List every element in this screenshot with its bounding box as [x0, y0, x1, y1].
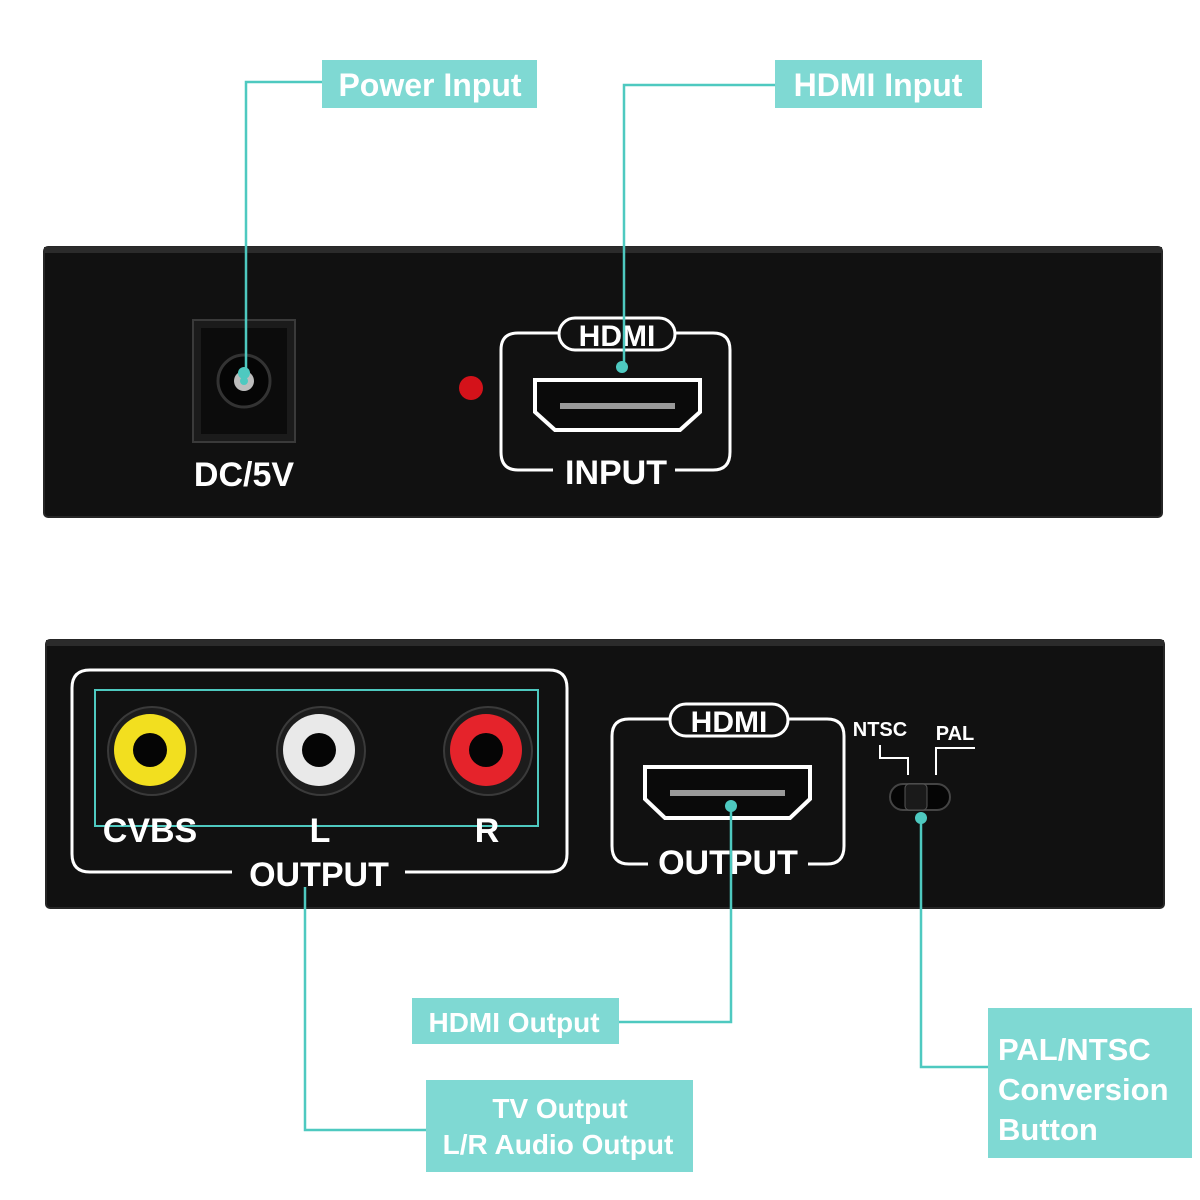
- hdmi-input-dot: [616, 361, 628, 373]
- power-input-dot: [238, 367, 250, 379]
- pal-indicator-line: [935, 747, 975, 775]
- hdmi-output-leader: [615, 806, 733, 1024]
- hdmi-output-port[interactable]: [643, 765, 812, 820]
- cvbs-jack[interactable]: [107, 706, 197, 796]
- pal-ntsc-dot: [915, 812, 927, 824]
- pal-ntsc-text-line1: PAL/NTSC: [998, 1032, 1151, 1067]
- hdmi-output-frame: [610, 702, 846, 866]
- cvbs-label: CVBS: [103, 812, 197, 850]
- bottom-panel-body: [45, 639, 1165, 909]
- status-led: [459, 376, 483, 400]
- audio-right-label: R: [475, 812, 500, 850]
- callout-hdmi-input: HDMI Input: [775, 60, 982, 108]
- hdmi-input-badge-label: HDMI: [579, 320, 656, 353]
- leader-lines: [238, 80, 990, 1132]
- tv-output-text-line1: TV Output: [492, 1093, 627, 1124]
- power-input-leader: [244, 80, 330, 372]
- audio-left-jack[interactable]: [276, 706, 366, 796]
- top-panel: DC/5V HDMI INPUT: [43, 246, 1163, 518]
- pal-ntsc-text-line3: Button: [998, 1112, 1098, 1147]
- dc-5v-label: DC/5V: [194, 456, 294, 494]
- audio-left-label: L: [310, 812, 331, 850]
- ntsc-label: NTSC: [853, 719, 907, 741]
- hdmi-input-leader: [622, 83, 780, 366]
- bottom-panel-edge: [46, 640, 1164, 646]
- pal-ntsc-leader: [919, 818, 990, 1069]
- hdmi-input-frame: [499, 316, 732, 472]
- callout-hdmi-output: HDMI Output: [412, 998, 619, 1044]
- rca-highlight-box: [94, 689, 539, 827]
- pal-ntsc-switch[interactable]: [889, 783, 951, 811]
- power-input-text: Power Input: [338, 67, 521, 103]
- hdmi-input-label: INPUT: [565, 454, 667, 492]
- hdmi-output-dot: [725, 800, 737, 812]
- top-panel-edge: [44, 247, 1162, 253]
- hdmi-input-port[interactable]: [533, 378, 702, 432]
- dc-power-jack[interactable]: [192, 319, 296, 443]
- rca-output-label: OUTPUT: [249, 856, 389, 894]
- pal-label: PAL: [936, 723, 975, 745]
- callout-pal-ntsc: PAL/NTSC Conversion Button: [988, 1008, 1192, 1158]
- callout-power-input: Power Input: [322, 60, 537, 108]
- hdmi-output-label: OUTPUT: [658, 844, 798, 882]
- ntsc-indicator-line: [879, 745, 909, 775]
- callout-tv-output: TV Output L/R Audio Output: [426, 1080, 693, 1172]
- rca-output-frame: [70, 668, 569, 874]
- hdmi-output-text: HDMI Output: [428, 1007, 599, 1038]
- tv-output-leader: [303, 887, 428, 1132]
- audio-right-jack[interactable]: [443, 706, 533, 796]
- tv-output-text-line2: L/R Audio Output: [443, 1129, 674, 1160]
- pal-ntsc-text-line2: Conversion: [998, 1072, 1169, 1107]
- hdmi-output-badge-label: HDMI: [691, 706, 768, 739]
- bottom-panel: CVBS L R OUTPUT HDMI OUTPUT NTSC PAL: [45, 639, 1165, 909]
- hdmi-input-text: HDMI Input: [794, 67, 963, 103]
